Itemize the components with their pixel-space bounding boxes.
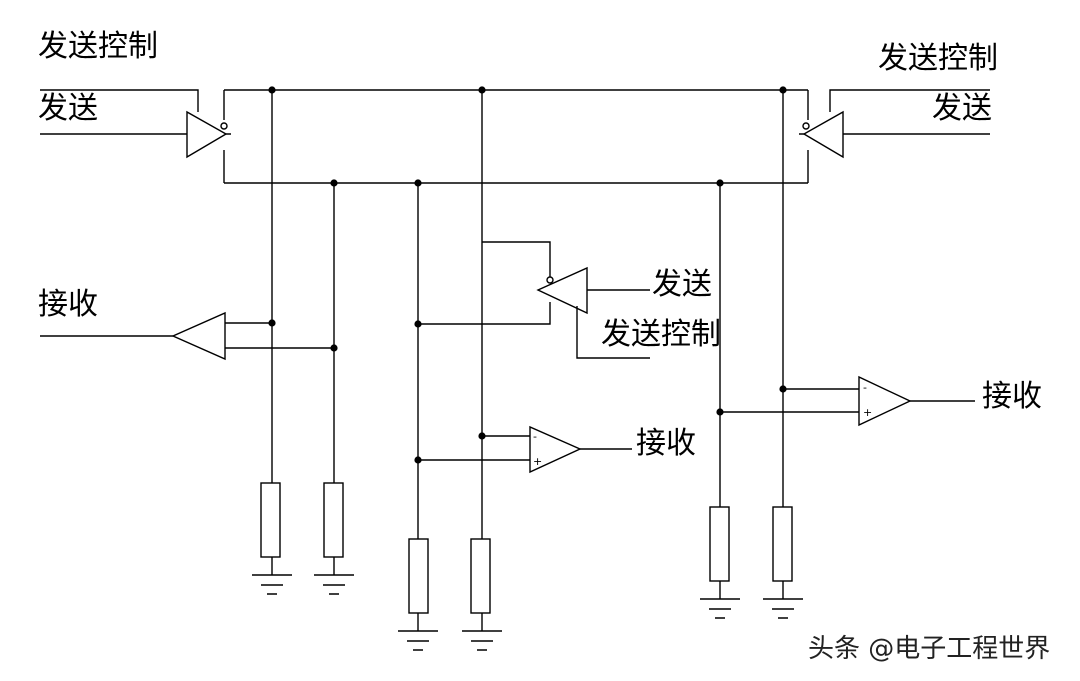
right-send-control-label: 发送控制 xyxy=(878,41,998,76)
mid-receive-label: 接收 xyxy=(636,426,696,461)
right-send-buffer xyxy=(799,89,990,159)
resistors xyxy=(260,482,793,614)
right-send-label: 发送 xyxy=(932,91,992,126)
left-send-buffer xyxy=(40,89,231,159)
right-receiver-opamp xyxy=(720,375,975,427)
mid-opamp-plus-sign: + xyxy=(533,455,542,468)
mid-send-control-label: 发送控制 xyxy=(601,317,721,352)
watermark: 头条 @电子工程世界 xyxy=(808,634,1051,664)
mid-receiver-opamp xyxy=(418,425,632,474)
left-send-control-label: 发送控制 xyxy=(38,29,158,64)
bus-line-a xyxy=(223,89,809,120)
left-receive-label: 接收 xyxy=(38,287,98,322)
right-opamp-minus-sign: - xyxy=(863,381,867,394)
left-send-label: 发送 xyxy=(38,91,98,126)
mid-send-buffer xyxy=(418,241,650,359)
right-receive-label: 接收 xyxy=(982,379,1042,414)
junction-dots xyxy=(268,86,787,464)
bus-line-b xyxy=(223,150,809,184)
left-receiver xyxy=(40,311,334,361)
mid-send-label: 发送 xyxy=(652,267,712,302)
mid-opamp-minus-sign: - xyxy=(533,430,537,443)
right-opamp-plus-sign: + xyxy=(863,406,872,419)
vertical-drops xyxy=(271,90,784,539)
ground-symbols xyxy=(252,557,803,651)
